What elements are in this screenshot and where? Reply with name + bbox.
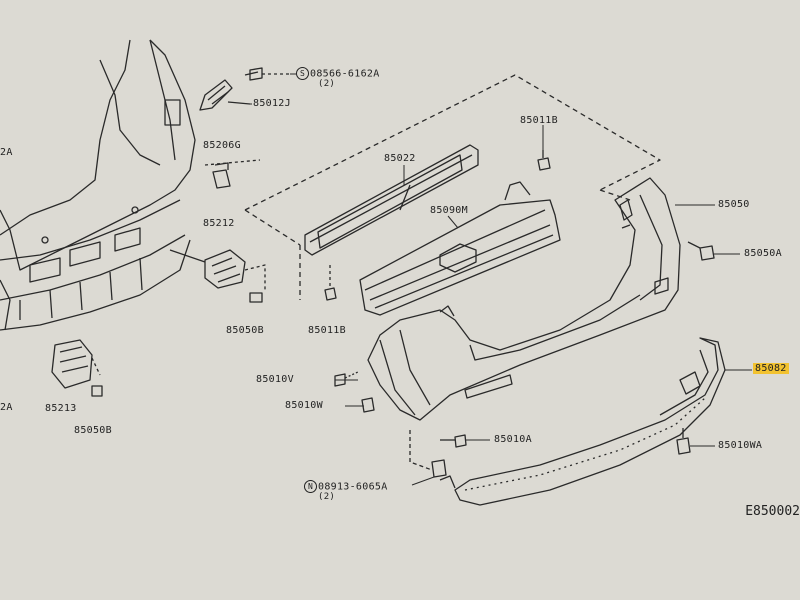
label-08566-6162a-qty: (2) (318, 79, 336, 89)
label-85011b-top: 85011B (520, 115, 558, 126)
part-number: 08566-6162A (310, 68, 380, 80)
label-85090m: 85090M (430, 205, 468, 216)
label-85010a: 85010A (494, 434, 532, 445)
label-85022: 85022 (384, 153, 416, 164)
part-number: 08913-6065A (318, 481, 388, 493)
side-bracket-85212 (169, 249, 266, 303)
reinforcement-beam-85022 (304, 144, 479, 256)
label-08913-6065a-qty: (2) (318, 492, 336, 502)
label-85050: 85050 (718, 199, 750, 210)
clip-85011b-bottom (324, 265, 337, 301)
label-2a-bottom: 2A (0, 402, 13, 413)
label-85082: 85082 (753, 363, 789, 374)
circle-code: N (304, 480, 317, 493)
energy-absorber-85090m (359, 181, 561, 316)
screw-85010a (440, 434, 467, 448)
clip-85206g (204, 159, 261, 189)
label-85010w: 85010W (285, 400, 323, 411)
label-85050b-bottom: 85050B (74, 425, 112, 436)
clip-85010wa (676, 428, 691, 455)
label-85050a: 85050A (744, 248, 782, 259)
figure-code: E850002 (745, 504, 800, 519)
label-85050b-top: 85050B (226, 325, 264, 336)
label-85011b-bottom: 85011B (308, 325, 346, 336)
label-85206g: 85206G (203, 140, 241, 151)
assembly-boundary-lower (299, 189, 631, 300)
label-85012j: 85012J (253, 98, 291, 109)
clip-85010w (361, 397, 375, 413)
label-85213: 85213 (45, 403, 77, 414)
leader-lines (250, 73, 752, 486)
bumper-fascia-85050 (367, 177, 681, 421)
bolt-and-bracket-top (199, 67, 290, 111)
label-85212: 85212 (203, 218, 235, 229)
screw-85010v (334, 371, 359, 387)
label-85010v: 85010V (256, 374, 294, 385)
clip-85011b-top (537, 150, 551, 171)
circle-code: S (296, 67, 309, 80)
assembly-boundary (244, 74, 661, 246)
label-85010wa: 85010WA (718, 440, 763, 451)
side-bracket-85213 (51, 339, 103, 397)
clip-08913 (409, 430, 447, 478)
label-2a-top: 2A (0, 147, 13, 158)
screw-85050a (687, 241, 715, 261)
vehicle-body-frame (0, 39, 196, 331)
lower-valance-85082 (439, 337, 726, 506)
